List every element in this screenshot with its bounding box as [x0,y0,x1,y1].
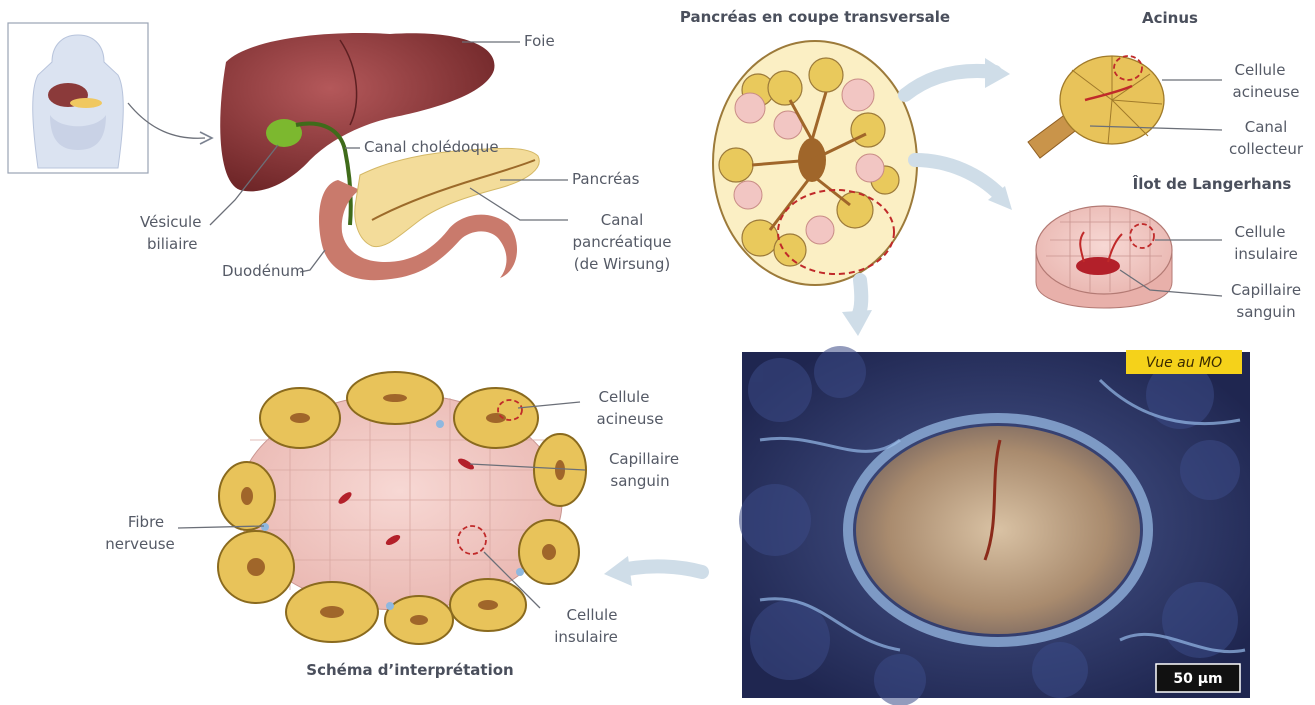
label-gallbladder-line1: Vésicule [140,213,201,231]
label-schema-acinar-line1: Cellule [599,388,650,406]
label-insular-cell-line2: insulaire [1234,245,1298,263]
acinus-illustration [1028,56,1164,158]
label-schema-capillary-line2: sanguin [610,472,669,490]
label-duct-line1: Canal [601,211,644,229]
title-cross-section: Pancréas en coupe transversale [680,8,950,26]
label-duct-line3: (de Wirsung) [574,255,670,273]
arrow-to-islet [915,160,1000,195]
label-schema-islet-line1: Cellule [567,606,618,624]
arrowhead-schema [604,556,632,586]
label-acinar-cell-line1: Cellule [1235,61,1286,79]
label-schema-nerve-line1: Fibre [128,513,164,531]
title-acinus: Acinus [1142,9,1198,27]
label-collecting-duct-line1: Canal [1245,118,1288,136]
islet-illustration [1036,206,1172,308]
arrow-to-micrograph [858,280,861,316]
label-duct-line2: pancréatique [572,233,671,251]
label-bile-duct: Canal cholédoque [364,138,499,156]
scale-bar-label: 50 µm [1173,671,1222,687]
title-islet: Îlot de Langerhans [1133,174,1292,193]
interpretation-schema [218,372,586,644]
label-schema-nerve-line2: nerveuse [105,535,175,553]
arrow-to-schema [622,566,702,572]
pancreas-cross-section [713,41,917,285]
body-thumbnail [8,23,148,173]
label-pancreas: Pancréas [572,170,640,188]
label-schema-islet-line2: insulaire [554,628,618,646]
label-gallbladder-line2: biliaire [147,235,197,253]
label-acinar-cell-line2: acineuse [1233,83,1300,101]
arrowhead-acinus [985,58,1010,88]
label-collecting-duct-line2: collecteur [1229,140,1304,158]
arrow-to-acinus [905,71,995,95]
label-schema-acinar-line2: acineuse [597,410,664,428]
arrowhead-micrograph [842,310,872,336]
label-capillary-line2: sanguin [1236,303,1295,321]
label-insular-cell-line1: Cellule [1235,223,1286,241]
label-liver: Foie [524,32,555,50]
micrograph: Vue au MO 50 µm [739,346,1250,705]
label-schema-capillary-line1: Capillaire [609,450,679,468]
micrograph-tag: Vue au MO [1146,355,1222,371]
digestive-anatomy [220,33,539,280]
label-duodenum: Duodénum [222,262,305,280]
title-schema: Schéma d’interprétation [306,661,513,679]
label-capillary-line1: Capillaire [1231,281,1301,299]
